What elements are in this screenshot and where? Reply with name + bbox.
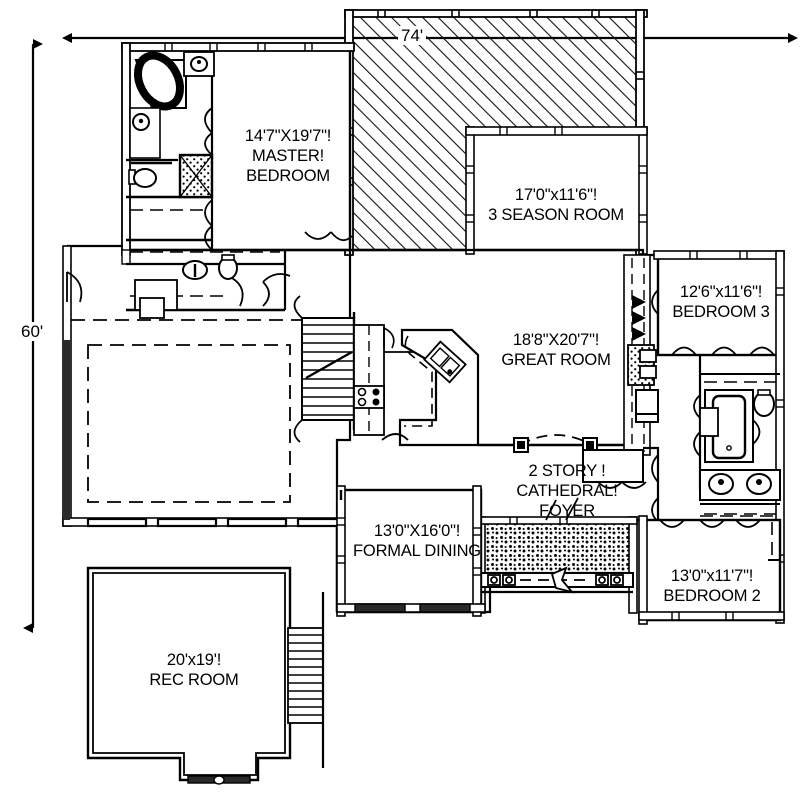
garage-service-door [66, 271, 83, 303]
bedroom-2-wing [638, 515, 785, 625]
master-closet-door [204, 199, 213, 251]
room-label-three-season-room: 17'0"x11'6"! 3 SEASON ROOM [488, 185, 624, 225]
rec-room-name: REC ROOM [149, 671, 239, 689]
bathtub-oval-icon [133, 51, 187, 111]
overall-depth-dimension: 60' [18, 322, 47, 341]
double-vanity-icon [699, 469, 781, 501]
garage-area [63, 271, 340, 528]
foyer-name-2: FOYER [539, 502, 595, 520]
room-label-great-room: 18'8"X20'7"! GREAT ROOM [501, 330, 610, 370]
master-entry-door [304, 231, 353, 242]
room-label-foyer: 2 STORY ! CATHEDRAL! FOYER [516, 461, 617, 521]
room-label-bedroom-3: 12'6"x11'6"! BEDROOM 3 [672, 282, 769, 322]
laundry-appliances-icon [134, 279, 178, 319]
master-bath-door [204, 107, 213, 156]
great-room [478, 254, 659, 489]
three-season-room-name: 3 SEASON ROOM [488, 206, 624, 224]
vanity-sink-icon [183, 51, 215, 77]
formal-dining-size: 13'0"X16'0"! [373, 522, 461, 540]
rec-room [86, 566, 325, 785]
kitchen-door [381, 433, 409, 441]
cooktop-icon [353, 385, 385, 409]
fireplace [623, 254, 659, 456]
foyer-area [476, 497, 638, 614]
main-stairs [293, 295, 356, 443]
room-label-master-bedroom: 14'7"X19'7"! MASTER! BEDROOM [245, 126, 331, 186]
formal-dining-name: FORMAL DINING [353, 542, 481, 560]
bedroom-3-name: BEDROOM 3 [672, 303, 770, 321]
kitchen [353, 324, 480, 447]
bedroom-3-size: 12'6"x11'6"! [679, 283, 763, 301]
great-room-name: GREAT ROOM [501, 351, 611, 369]
formal-dining-room [336, 485, 486, 617]
powder-toilet-icon [218, 254, 238, 280]
rec-room-stairs [287, 592, 325, 768]
room-label-rec-room: 20'x19'! REC ROOM [149, 650, 238, 690]
master-bedroom-size: 14'7"X19'7"! [244, 127, 332, 145]
kitchen-sink-icon [423, 340, 467, 384]
hall-powder-room [121, 249, 291, 319]
second-sink-icon [129, 107, 161, 159]
shower-stall-icon [178, 153, 214, 199]
master-suite [121, 42, 355, 256]
foyer-size: 2 STORY ! [528, 462, 606, 480]
three-season-room-size: 17'0"x11'6"! [514, 186, 598, 204]
cased-arch-opening [513, 434, 598, 453]
toilet-icon [128, 168, 157, 188]
bedroom-2-size: 13'0"x11'7"! [670, 567, 754, 585]
foyer-name-1: CATHEDRAL! [516, 482, 618, 500]
master-bedroom-name-1: MASTER! [252, 147, 324, 165]
bedroom-2-name: BEDROOM 2 [663, 587, 761, 605]
bedroom-3-wing [643, 250, 785, 624]
front-entry-door [487, 574, 624, 586]
great-room-size: 18'8"X20'7"! [512, 331, 600, 349]
powder-sink-icon [182, 260, 208, 280]
room-label-bedroom-2: 13'0"x11'7"! BEDROOM 2 [663, 566, 760, 606]
three-season-room-outline [465, 126, 648, 255]
hall-toilet-icon [753, 389, 775, 417]
room-label-formal-dining: 13'0"X16'0"! FORMAL DINING [353, 521, 481, 561]
master-bedroom-name-2: BEDROOM [246, 167, 330, 185]
rec-room-size: 20'x19'! [166, 651, 222, 669]
powder-door [231, 273, 291, 307]
overall-width-dimension: 74' [398, 26, 427, 45]
